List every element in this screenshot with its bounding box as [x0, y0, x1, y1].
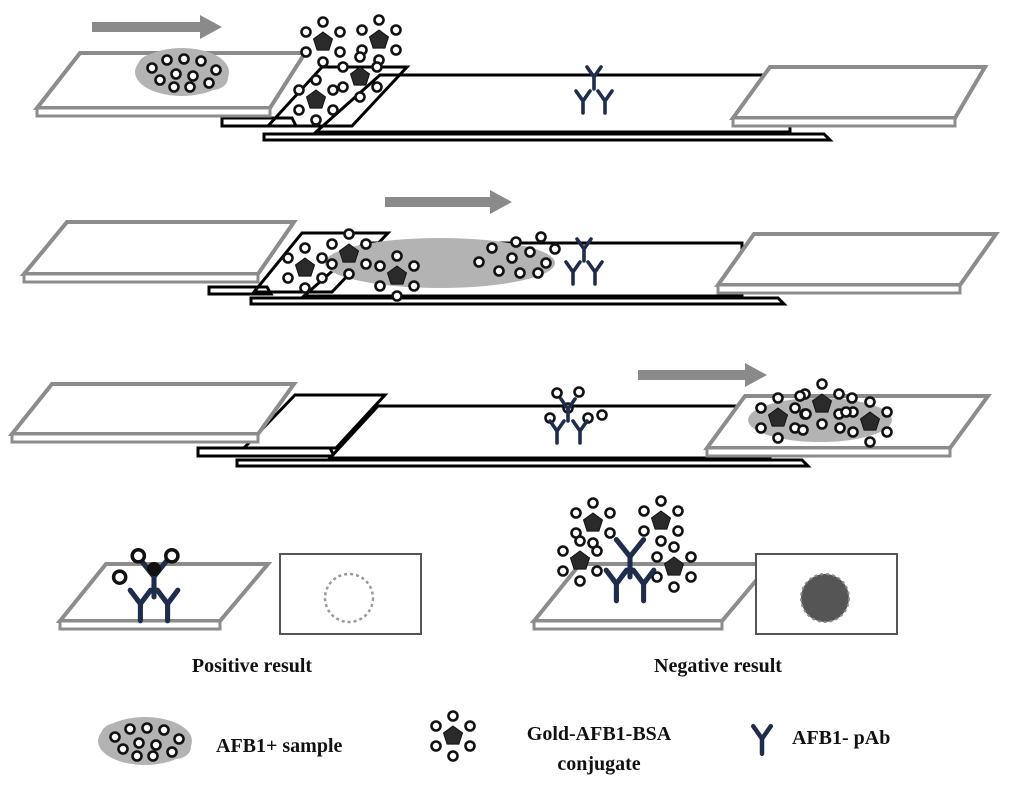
positive-result-label: Positive result — [192, 655, 313, 677]
positive-result-panel: Positive result — [55, 547, 422, 677]
negative-result-panel: Negative result — [529, 497, 898, 677]
sample-pad-edge — [10, 432, 260, 444]
sample-pad — [19, 220, 298, 276]
absorbent-pad-edge — [716, 283, 962, 295]
gold-afb1-bsa-conjugate-icon — [432, 712, 475, 761]
afb1-sample-cluster-icon — [98, 717, 192, 765]
absorbent-pad — [714, 232, 1000, 287]
nitrocellulose-membrane — [312, 73, 792, 134]
antibody-bound-afb1 — [127, 557, 181, 624]
nitrocellulose-membrane — [326, 404, 772, 460]
backing-card — [235, 458, 812, 468]
sample-pad-edge — [22, 272, 260, 284]
absorbent-pad-edge — [705, 446, 952, 458]
antibody-bound-conjugate — [603, 537, 657, 604]
flow-arrow-icon — [385, 190, 512, 214]
strip-stage-2 — [19, 190, 1000, 306]
strip-stage-1 — [32, 15, 989, 142]
strip-stage-3 — [7, 363, 992, 468]
negative-result-label: Negative result — [654, 655, 782, 677]
conjugate-pad — [250, 231, 392, 294]
flow-arrow-icon — [638, 363, 767, 387]
absorbent-pad-edge — [731, 116, 957, 128]
backing-card — [262, 132, 834, 142]
legend: AFB1+ sample Gold-AFB1-BSA conjugate AFB… — [98, 712, 890, 775]
flow-arrow-icon — [92, 15, 222, 39]
gold-afb1-bsa-conjugate-icon — [302, 18, 345, 67]
absorbent-pad — [729, 65, 989, 120]
negative-spot-filled — [800, 573, 850, 623]
gold-afb1-bsa-conjugate-icon — [640, 497, 683, 546]
backing-card — [249, 296, 788, 306]
legend-sample-label: AFB1+ sample — [216, 735, 343, 757]
afb1-sample-cluster-icon — [135, 48, 229, 96]
test-pad-edge — [532, 619, 724, 631]
legend-antibody-label: AFB1- pAb — [792, 727, 890, 749]
legend-conjugate-label-line1: Gold-AFB1-BSA — [527, 723, 672, 745]
test-pad — [55, 562, 273, 623]
legend-conjugate-label-line2: conjugate — [557, 753, 640, 775]
afb1-pab-antibody-icon — [751, 724, 773, 756]
positive-spot-empty — [323, 572, 375, 624]
sample-pad-edge — [35, 106, 272, 118]
readout-window — [279, 553, 422, 635]
sample-pad — [7, 382, 298, 436]
